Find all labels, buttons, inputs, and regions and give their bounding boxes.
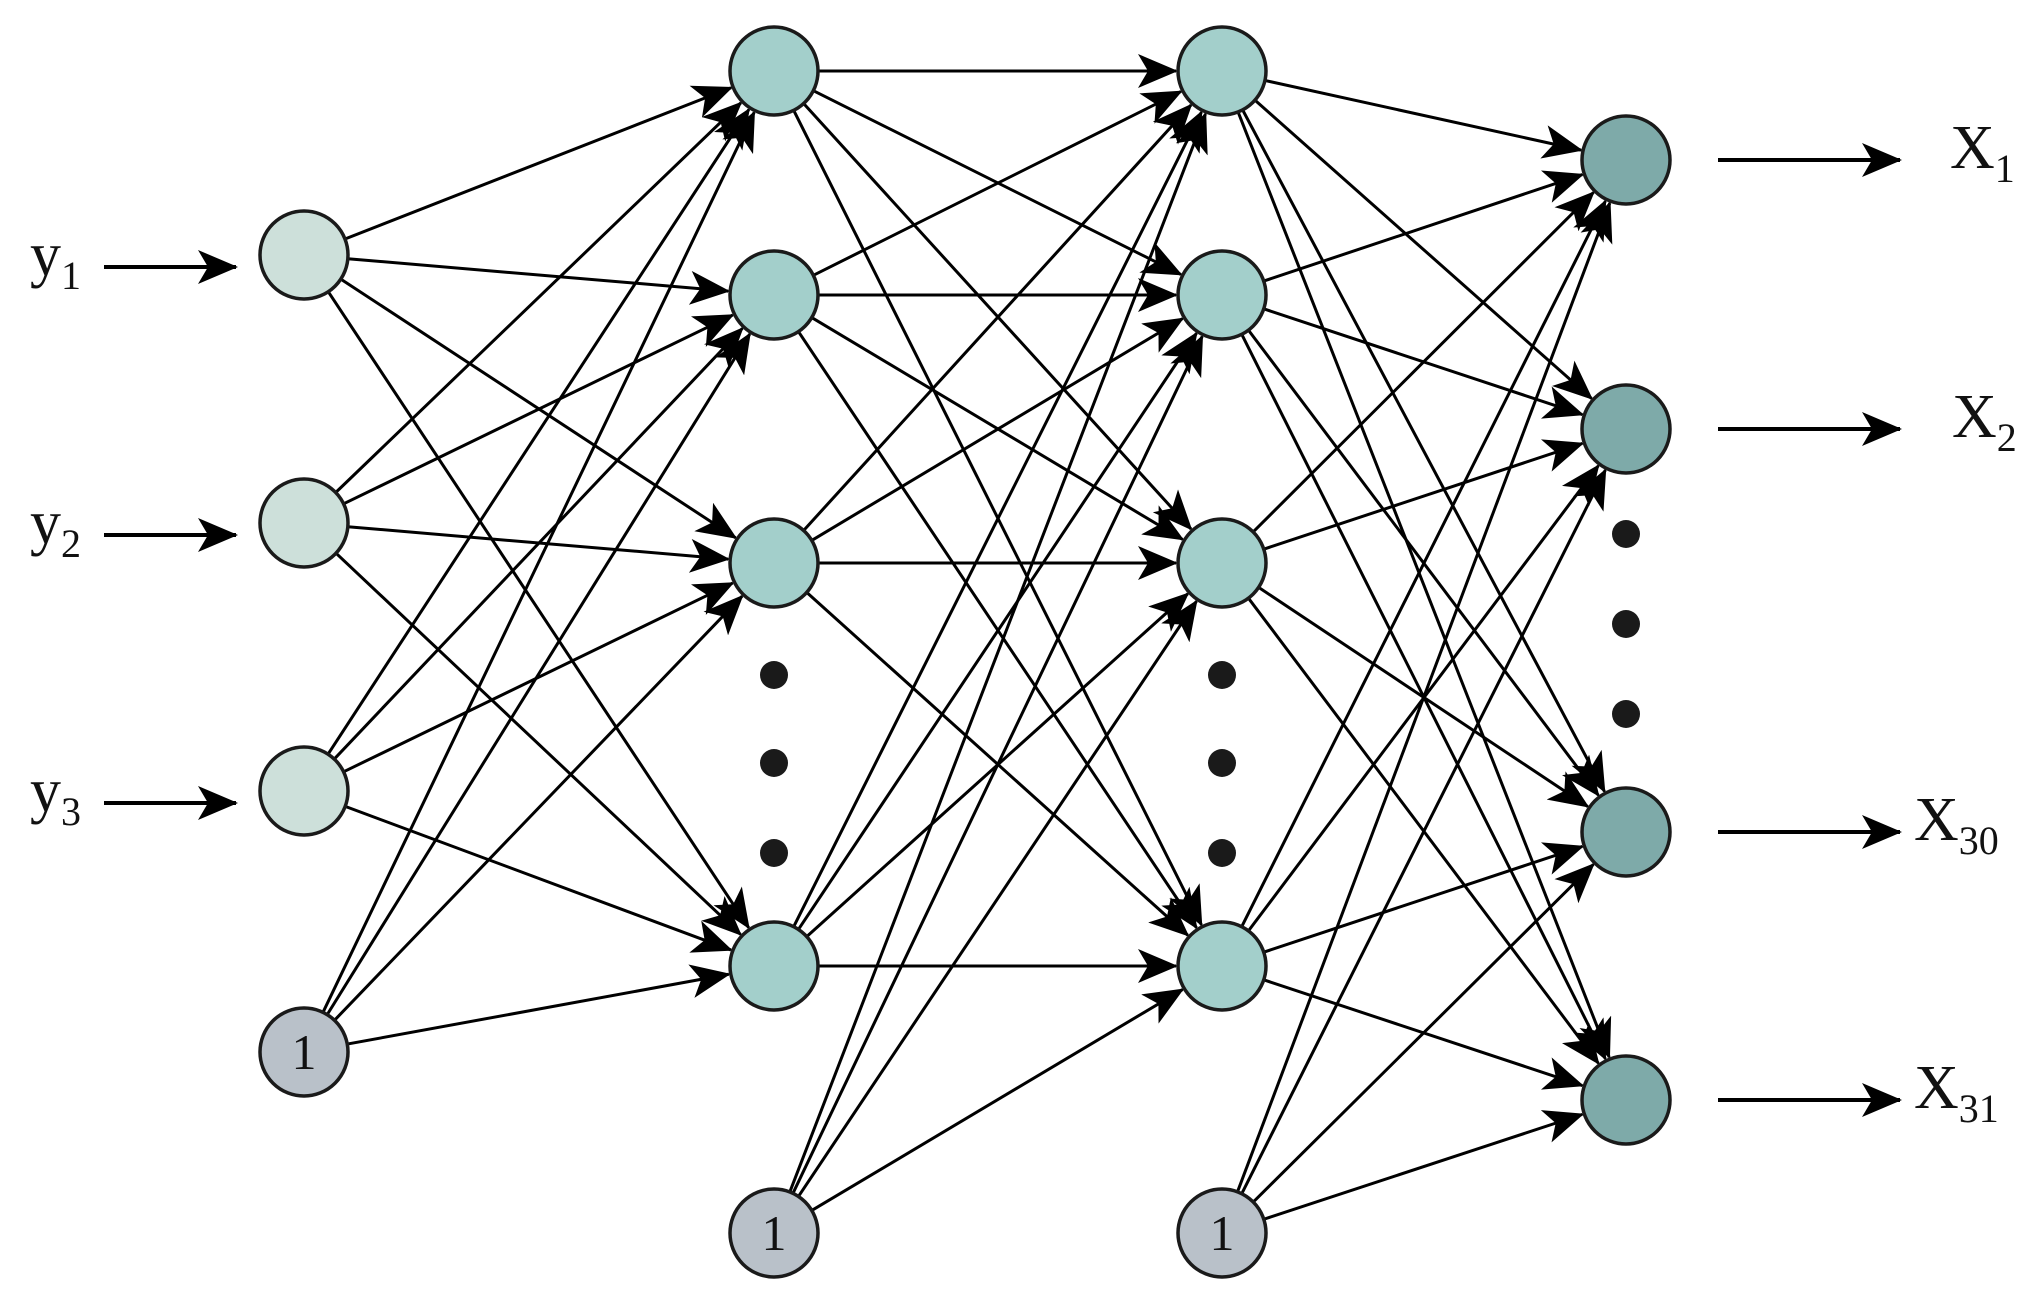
output-label-3: X30 xyxy=(1914,786,1999,863)
hidden2-bias-node xyxy=(1176,1187,1268,1279)
input-node-2 xyxy=(258,477,350,569)
ellipsis-dot-2 xyxy=(760,749,788,777)
h2-out-edge-0-1 xyxy=(1253,99,1594,400)
hidden1-node-3 xyxy=(728,517,820,609)
hidden1-node-2 xyxy=(728,249,820,341)
hidden1-bias-node xyxy=(728,1187,820,1279)
h1-h2-edge-2-0 xyxy=(802,103,1193,532)
ellipsis-dot-9 xyxy=(1612,700,1640,728)
h1-h2-edge-4-0 xyxy=(788,112,1208,1193)
input-node-3 xyxy=(258,745,350,837)
h2-out-edge-2-1 xyxy=(1263,439,1585,551)
output-label-1: X1 xyxy=(1950,114,2015,191)
h2-out-edge-3-0 xyxy=(1240,199,1607,928)
output-label-4: X31 xyxy=(1914,1054,1999,1131)
ellipsis-dot-4 xyxy=(1208,661,1236,689)
l0-h1-edge-2-0 xyxy=(326,107,751,755)
hidden2-node-3 xyxy=(1176,517,1268,609)
h1-h2-edge-3-1 xyxy=(797,331,1198,931)
ellipsis-dots xyxy=(760,520,1640,867)
ellipsis-dot-8 xyxy=(1612,610,1640,638)
l0-h1-edge-2-1 xyxy=(333,326,744,761)
h2-out-edge-4-0 xyxy=(1236,201,1613,1193)
input-bias-node xyxy=(258,1006,350,1098)
ellipsis-dot-5 xyxy=(1208,749,1236,777)
hidden2-node-1 xyxy=(1176,25,1268,117)
output-node-2 xyxy=(1580,383,1672,475)
h1-h2-edge-4-1 xyxy=(791,334,1204,1194)
hidden1-node-4 xyxy=(728,920,820,1012)
output-node-4 xyxy=(1580,1054,1672,1146)
l0-h1-edge-1-0 xyxy=(334,101,743,494)
io-arrows xyxy=(104,143,1902,1117)
hidden2-bias-node-label: 1 xyxy=(1210,1205,1235,1261)
hidden1-node-1 xyxy=(728,25,820,117)
output-label-2: X2 xyxy=(1952,383,2017,460)
l0-h1-edge-3-1 xyxy=(325,332,752,1016)
l0-h1-edge-0-3 xyxy=(327,290,750,930)
h2-out-edge-0-3 xyxy=(1236,111,1612,1060)
ellipsis-dot-1 xyxy=(760,661,788,689)
ellipsis-dot-7 xyxy=(1612,520,1640,548)
h1-h2-edge-1-0 xyxy=(812,90,1183,277)
h2-out-edge-0-0 xyxy=(1264,79,1584,159)
l0-h1-edge-1-3 xyxy=(334,552,742,936)
l0-h1-edge-3-0 xyxy=(321,110,756,1013)
ellipsis-dot-6 xyxy=(1208,839,1236,867)
output-node-1 xyxy=(1580,114,1672,206)
input-label-1: y1 xyxy=(30,221,81,298)
l0-h1-edge-0-1 xyxy=(347,257,731,305)
hidden2-node-2 xyxy=(1176,249,1268,341)
input-label-2: y2 xyxy=(30,489,81,566)
h2-out-edge-4-1 xyxy=(1240,468,1607,1195)
input-bias-node-label: 1 xyxy=(292,1024,317,1080)
l0-h1-edge-2-3 xyxy=(344,804,733,953)
h1-h2-edge-4-3 xyxy=(811,988,1185,1212)
input-label-3: y3 xyxy=(30,757,81,834)
h2-out-edge-3-2 xyxy=(1263,842,1585,954)
neuron-nodes: 1 1 1 xyxy=(258,25,1672,1279)
h1-h2-edge-2-1 xyxy=(810,317,1185,542)
output-node-3 xyxy=(1580,786,1672,878)
h1-h2-edge-4-2 xyxy=(797,599,1198,1198)
l0-h1-edge-3-2 xyxy=(333,594,744,1022)
l0-h1-edge-1-1 xyxy=(342,313,735,506)
input-node-1 xyxy=(258,209,350,301)
hidden2-node-4 xyxy=(1176,920,1268,1012)
h2-out-edge-4-3 xyxy=(1263,1110,1585,1221)
h2-out-edge-2-0 xyxy=(1252,191,1595,533)
ellipsis-dot-3 xyxy=(760,839,788,867)
h1-h2-edge-3-0 xyxy=(792,110,1203,928)
h2-out-edge-0-2 xyxy=(1241,109,1606,794)
l0-h1-edge-3-3 xyxy=(347,964,731,1046)
h2-out-edge-4-2 xyxy=(1252,862,1595,1204)
l0-h1-edge-0-0 xyxy=(344,85,734,241)
hidden1-bias-node-label: 1 xyxy=(762,1205,787,1261)
h2-out-edge-1-0 xyxy=(1263,170,1585,283)
connection-edges xyxy=(321,54,1613,1221)
